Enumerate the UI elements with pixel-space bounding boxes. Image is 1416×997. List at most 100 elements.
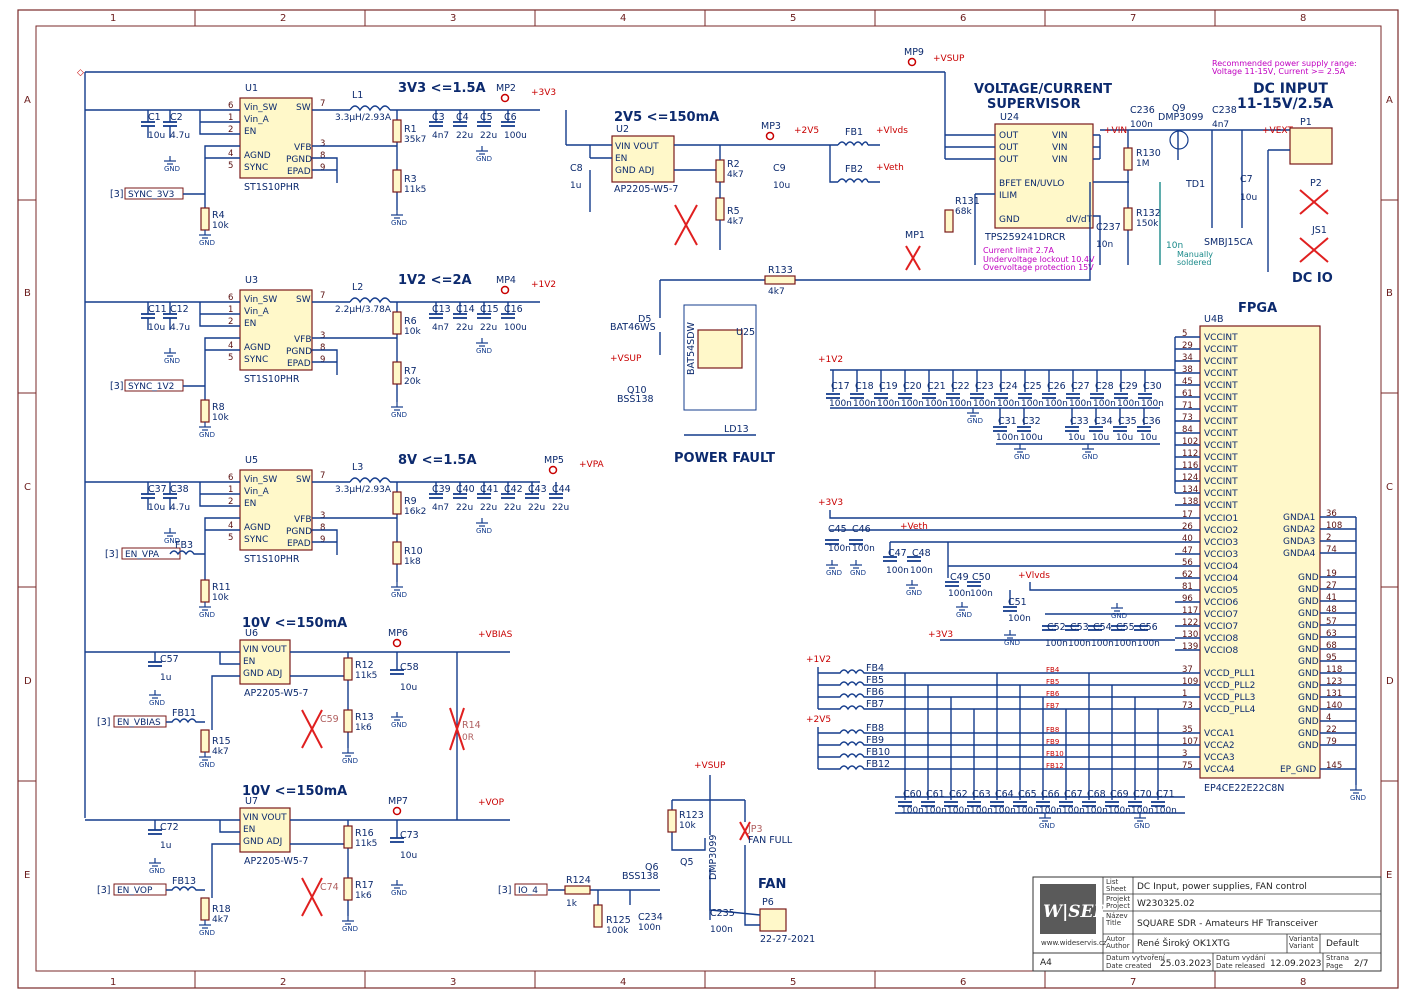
svg-text:VFB: VFB [294, 143, 312, 153]
svg-text:GND: GND [1298, 597, 1319, 607]
svg-text:EPAD: EPAD [287, 359, 311, 369]
testpoint-label: MP2 [496, 83, 516, 94]
gnd-symbol: GND [199, 611, 215, 619]
svg-text:C13: C13 [432, 304, 451, 315]
fpga-pin-number: 116 [1182, 461, 1198, 471]
svg-text:Datum vydání: Datum vydání [1216, 954, 1266, 962]
svg-text:Date released: Date released [1216, 962, 1265, 970]
svg-text:FB10: FB10 [866, 747, 890, 758]
svg-text:+3V3: +3V3 [928, 630, 953, 640]
svg-text:100n: 100n [1068, 639, 1091, 649]
svg-text:11-15V/2.5A: 11-15V/2.5A [1237, 96, 1334, 112]
svg-text:1: 1 [1182, 689, 1187, 699]
svg-text:+3V3: +3V3 [818, 498, 843, 508]
svg-text:FB6: FB6 [1046, 690, 1060, 698]
net-label: SYNC_1V2 [128, 382, 174, 392]
svg-text:FB13: FB13 [172, 876, 196, 887]
svg-text:10k: 10k [404, 327, 421, 337]
grid-row-left: A [24, 95, 31, 106]
svg-text:POWER FAULT: POWER FAULT [674, 451, 775, 466]
svg-text:C66: C66 [1041, 789, 1060, 800]
svg-text:GNDA2: GNDA2 [1283, 525, 1315, 535]
svg-text:4: 4 [228, 149, 233, 159]
svg-text:R16: R16 [355, 828, 374, 839]
svg-text:R14: R14 [462, 720, 481, 731]
svg-text:6: 6 [228, 101, 233, 111]
svg-text:FB6: FB6 [866, 687, 884, 698]
svg-text:C64: C64 [995, 789, 1014, 800]
mp9-testpoint [907, 57, 917, 67]
gnd-symbol: GND [476, 527, 492, 535]
svg-text:C71: C71 [1156, 789, 1175, 800]
svg-text:[3]: [3] [110, 381, 123, 392]
fpga-pin-name: VCCINT [1204, 429, 1238, 439]
svg-text:+VSUP: +VSUP [694, 761, 726, 771]
svg-text:R9: R9 [404, 496, 417, 507]
cap-ref: C25 [1023, 381, 1042, 392]
svg-text:C49: C49 [950, 572, 969, 583]
fpga-pin-name: VCCINT [1204, 417, 1238, 427]
fpga-pin-name: VCCINT [1204, 333, 1238, 343]
svg-text:C35: C35 [1118, 416, 1137, 427]
svg-text:107: 107 [1182, 737, 1198, 747]
cap-ref: C20 [903, 381, 922, 392]
svg-text:100k: 100k [606, 926, 629, 936]
svg-text:C16: C16 [504, 304, 523, 315]
svg-text:10u: 10u [1140, 433, 1157, 443]
svg-text:LD13: LD13 [724, 424, 749, 435]
svg-text:GND: GND [1298, 741, 1319, 751]
cap-value: 100n [997, 399, 1020, 409]
svg-text:100n: 100n [1085, 806, 1108, 816]
svg-text:140: 140 [1326, 701, 1342, 711]
svg-text:Author: Author [1106, 942, 1130, 950]
grid-row-left: E [24, 870, 30, 881]
svg-text:68k: 68k [955, 207, 972, 217]
svg-text:8: 8 [320, 523, 325, 533]
fpga-pin-name: VCCINT [1204, 501, 1238, 511]
svg-text:AGND: AGND [244, 343, 271, 353]
input-cap-ref: C37 [148, 484, 167, 495]
fpga-pin-name: VCCINT [1204, 405, 1238, 415]
svg-text:R12: R12 [355, 660, 374, 671]
svg-text:5: 5 [228, 353, 233, 363]
gnd-symbol: GND [164, 537, 180, 545]
svg-text:EPAD: EPAD [287, 167, 311, 177]
svg-text:3: 3 [320, 511, 325, 521]
grid-col-bottom: 4 [620, 977, 626, 988]
svg-text:10u: 10u [400, 851, 417, 861]
svg-text:Název: Název [1106, 912, 1128, 920]
svg-text:3: 3 [1182, 749, 1187, 759]
cap-ref: C22 [951, 381, 970, 392]
svg-text:20k: 20k [404, 377, 421, 387]
fpga-pin-name: VCCINT [1204, 453, 1238, 463]
power-net-label: +3V3 [531, 88, 556, 98]
gnd-symbol: GND [391, 889, 407, 897]
svg-text:10u: 10u [1240, 193, 1257, 203]
svg-text:C31: C31 [998, 416, 1017, 427]
svg-text:VCCD_PLL1: VCCD_PLL1 [1204, 669, 1255, 679]
svg-text:3: 3 [320, 139, 325, 149]
svg-text:11k5: 11k5 [404, 185, 426, 195]
svg-text:GND: GND [999, 215, 1020, 225]
svg-text:118: 118 [1326, 665, 1342, 675]
gnd-symbol: GND [476, 155, 492, 163]
svg-text:Sheet: Sheet [1106, 885, 1126, 893]
svg-text:AGND: AGND [244, 151, 271, 161]
svg-text:C236: C236 [1130, 105, 1155, 116]
svg-text:VCCA1: VCCA1 [1204, 729, 1235, 739]
svg-text:4n7: 4n7 [432, 503, 449, 513]
svg-text:R4: R4 [212, 210, 225, 221]
svg-text:Page: Page [1326, 962, 1343, 970]
svg-text:C237: C237 [1096, 222, 1121, 233]
svg-text:GND: GND [1298, 681, 1319, 691]
grid-col-top: 5 [790, 13, 796, 24]
svg-text:C46: C46 [852, 524, 871, 535]
fpga-pin-name: VCCINT [1204, 393, 1238, 403]
svg-text:100n: 100n [970, 806, 993, 816]
svg-text:2: 2 [228, 317, 233, 327]
cap-ref: C21 [927, 381, 946, 392]
svg-text:C69: C69 [1110, 789, 1129, 800]
grid-col-bottom: 2 [280, 977, 286, 988]
svg-text:100n: 100n [1045, 639, 1068, 649]
fpga-pin-number: 102 [1182, 437, 1198, 447]
